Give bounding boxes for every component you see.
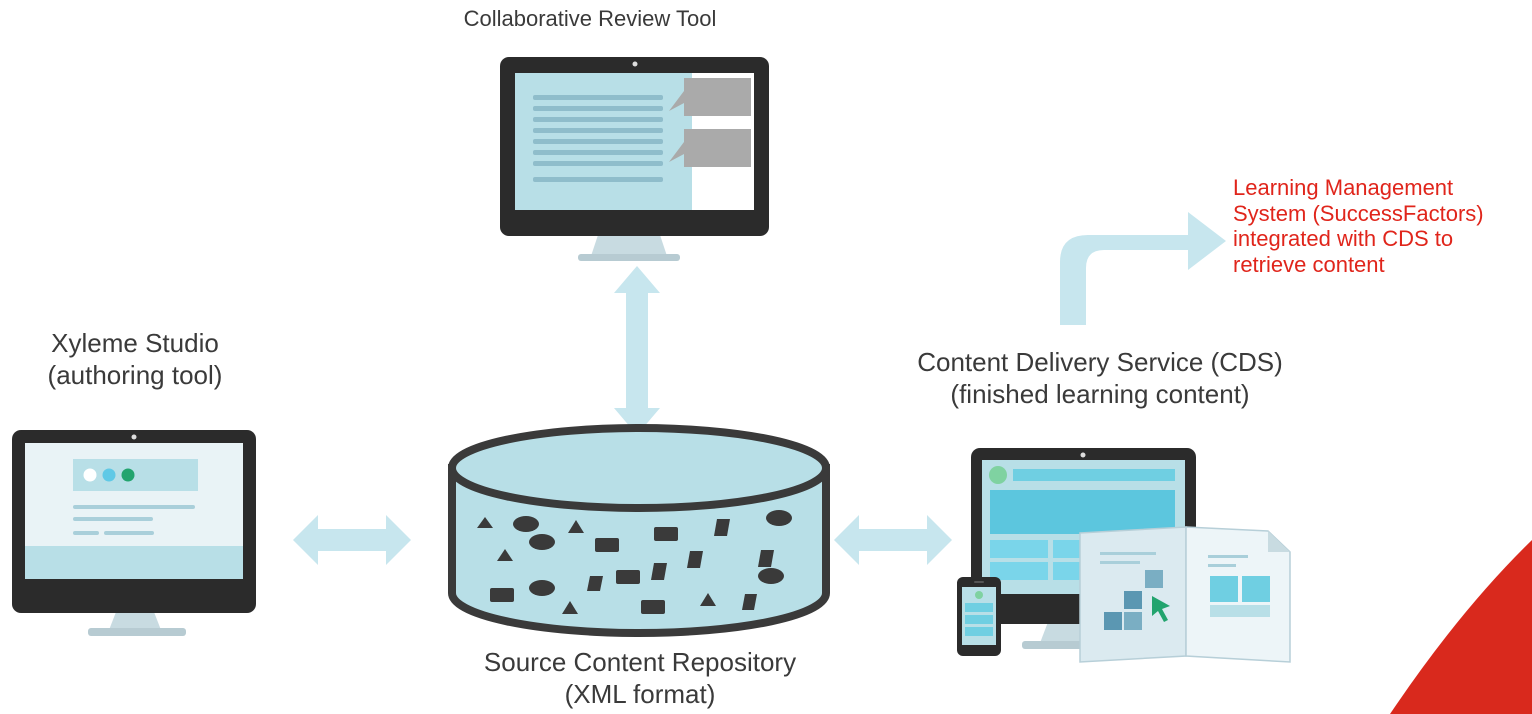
database-cylinder-icon [448,424,830,637]
document-icon [1079,526,1291,663]
studio-label-line1: Xyleme Studio [51,328,219,358]
smartphone-icon [957,577,1001,656]
review-tool-title: Collaborative Review Tool [405,6,775,33]
repository-label-line1: Source Content Repository [483,647,797,677]
cds-label: Content Delivery Service (CDS) (finished… [870,347,1330,410]
lms-label-line: retrieve content [1233,252,1385,278]
studio-label-line2: (authoring tool) [47,359,223,390]
cds-label-line2: (finished learning content) [950,378,1250,409]
cds-devices-icon [957,448,1291,663]
lms-label-line: System (SuccessFactors) [1233,200,1484,226]
cds-label-line1: Content Delivery Service (CDS) [917,347,1283,377]
comment-bubble-icon [669,78,751,116]
review-tool-title-text: Collaborative Review Tool [463,6,717,31]
lms-label: Learning Management System (SuccessFacto… [1233,175,1532,278]
review-repository-arrow [614,266,660,435]
review-tool-monitor-icon [500,57,769,261]
studio-repository-arrow [293,515,411,565]
cursor-icon [1152,596,1170,622]
studio-label: Xyleme Studio (authoring tool) [10,328,260,391]
lms-label-line: integrated with CDS to [1233,226,1454,252]
cds-lms-arrow [1060,212,1226,325]
comment-bubble-icon [669,129,751,167]
repository-label-line2: (XML format) [564,678,716,709]
repository-label: Source Content Repository (XML format) [440,647,840,710]
repository-cds-arrow [834,515,952,565]
lms-label-line: Learning Management [1233,175,1454,200]
corner-accent [1390,540,1532,714]
studio-monitor-icon [12,430,256,636]
